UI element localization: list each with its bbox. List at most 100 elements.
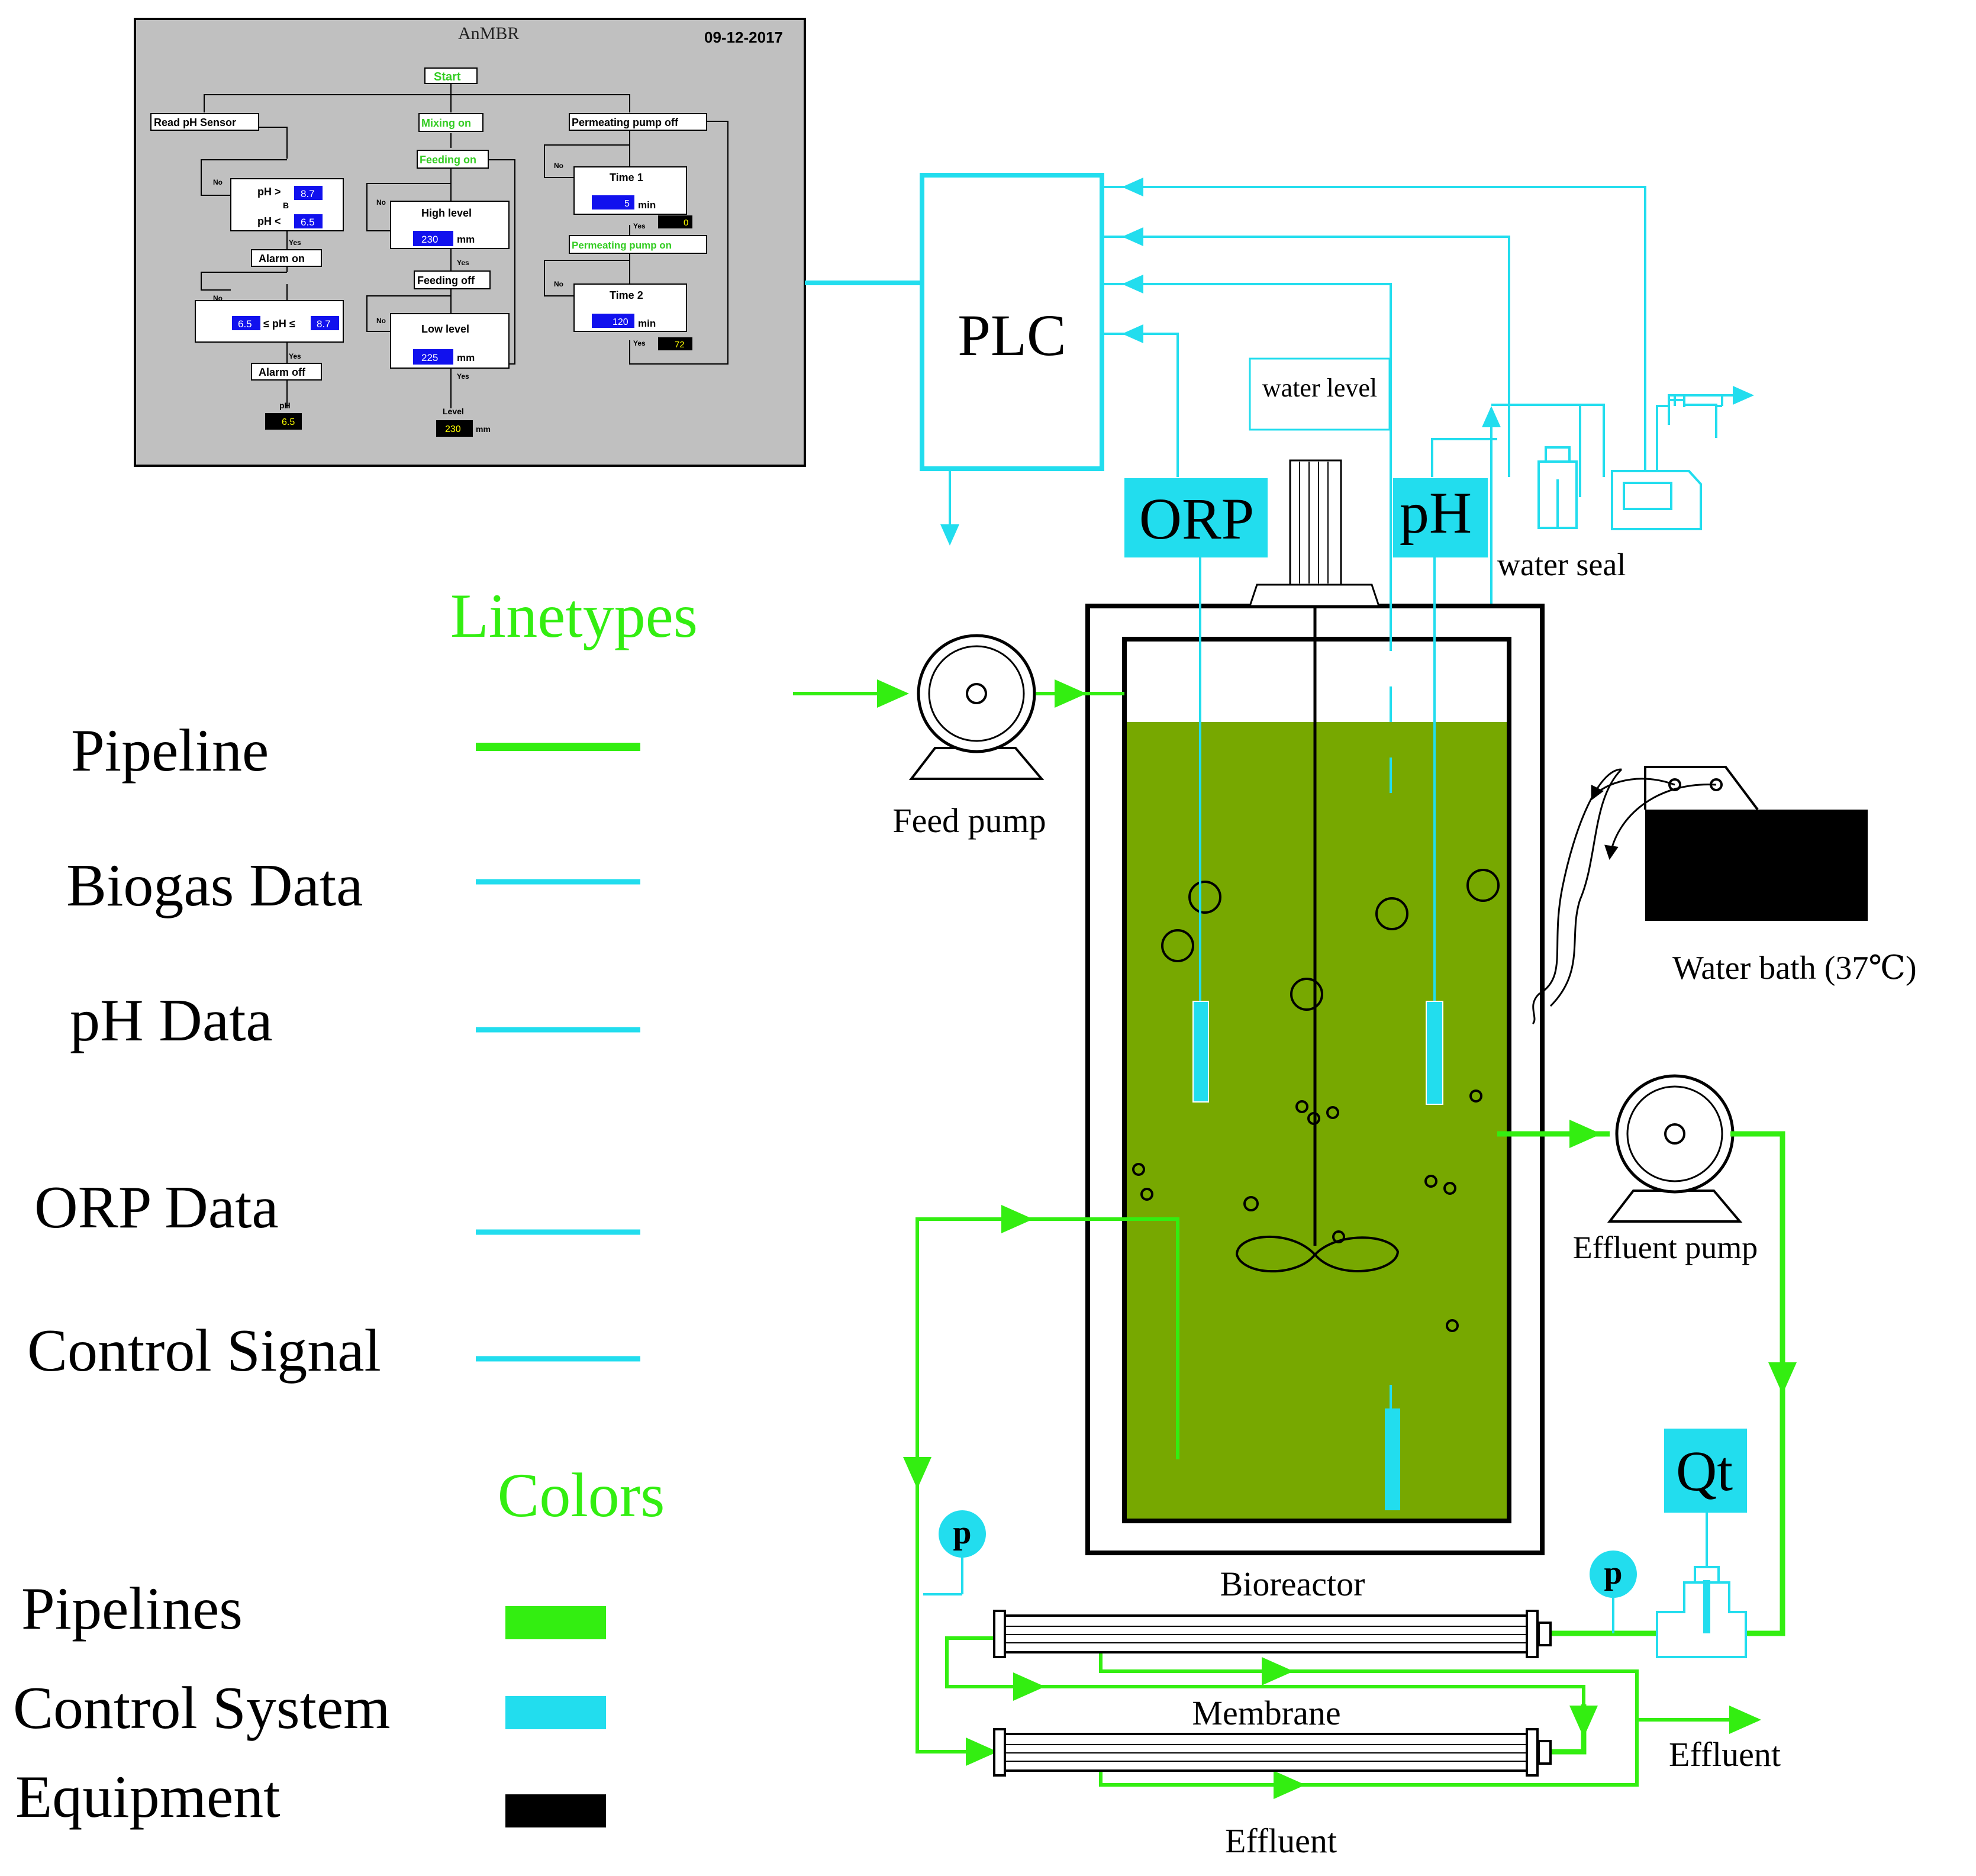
- effluent-label-right: Effluent: [1669, 1735, 1781, 1774]
- scada-title: AnMBR: [458, 24, 519, 43]
- scada-yes-no-tags: No Yes No Yes No Yes No Yes No Yes No Ye…: [213, 162, 646, 381]
- membrane-label: Membrane: [1192, 1694, 1340, 1732]
- water-seal: [1537, 446, 1702, 530]
- qt-label: Qt: [1676, 1439, 1733, 1503]
- legend-orp-data: ORP Data: [34, 1174, 279, 1241]
- scada-permeating-on: Permeating pump on: [572, 240, 672, 251]
- legend-control-signal: Control Signal: [27, 1317, 381, 1384]
- svg-text:No: No: [213, 178, 223, 186]
- scada-panel: AnMBR 09-12-2017: [134, 18, 806, 467]
- membrane-module-bottom: [993, 1728, 1552, 1777]
- feed-pump-label: Feed pump: [892, 801, 1046, 840]
- ph-box: [1393, 478, 1488, 557]
- svg-text:mm: mm: [476, 424, 491, 434]
- water-level-label: water level: [1262, 373, 1377, 402]
- scada-mixing-on: Mixing on: [421, 117, 471, 129]
- mixer-motor: [1289, 459, 1342, 586]
- svg-text:mm: mm: [457, 234, 475, 245]
- legend-equipment-swatch: [505, 1794, 606, 1827]
- scada-start: Start: [434, 70, 461, 83]
- effluent-pump-label: Effluent pump: [1573, 1230, 1758, 1265]
- plc-label: PLC: [958, 302, 1066, 368]
- water-seal-label: water seal: [1497, 547, 1626, 582]
- svg-text:pH: pH: [279, 401, 291, 410]
- orp-box: [1124, 478, 1268, 557]
- plc-box: [920, 173, 1104, 471]
- svg-text:8.7: 8.7: [301, 188, 315, 199]
- svg-text:6.5: 6.5: [301, 217, 315, 228]
- scada-time2: Time 2: [610, 289, 643, 301]
- scada-permeating-off: Permeating pump off: [572, 117, 679, 128]
- svg-text:p: p: [1604, 1555, 1622, 1591]
- svg-text:230: 230: [445, 424, 461, 434]
- water-bath: [1532, 766, 1868, 1025]
- membrane-module-top: [993, 1610, 1552, 1658]
- ph-label: pH: [1400, 480, 1472, 546]
- svg-text:B: B: [283, 201, 289, 210]
- svg-text:8.7: 8.7: [317, 318, 331, 330]
- water-level-box: [1249, 357, 1391, 431]
- scada-alarm-on: Alarm on: [259, 253, 305, 265]
- svg-text:Level: Level: [443, 407, 464, 416]
- svg-text:Yes: Yes: [633, 339, 646, 347]
- pipelines: [793, 679, 1797, 1799]
- svg-text:6.5: 6.5: [238, 318, 252, 330]
- svg-text:72: 72: [675, 340, 685, 350]
- scada-level-display: [436, 420, 473, 437]
- legend-colors-title: Colors: [498, 1461, 665, 1530]
- svg-text:pH <: pH <: [257, 215, 281, 227]
- legend-pipelines-swatch: [505, 1606, 606, 1639]
- bioreactor: [1085, 284, 1545, 1555]
- qt-box: [1664, 1429, 1747, 1513]
- legend-control-system: Control System: [13, 1675, 391, 1742]
- legend-linetypes-title: Linetypes: [450, 581, 698, 650]
- orp-label: ORP: [1139, 486, 1255, 552]
- scada-flow-lines: [201, 83, 728, 408]
- svg-text:Yes: Yes: [289, 238, 301, 247]
- feed-pump: [908, 634, 1045, 780]
- legend-pipelines: Pipelines: [21, 1575, 243, 1642]
- scada-low-level: Low level: [421, 323, 469, 335]
- legend-control-swatch: [505, 1696, 606, 1729]
- effluent-label-bottom: Effluent: [1225, 1822, 1337, 1860]
- legend: Linetypes Pipeline Biogas Data pH Data O…: [13, 581, 698, 1830]
- svg-text:≤ pH ≤: ≤ pH ≤: [263, 318, 295, 330]
- svg-text:120: 120: [613, 317, 628, 327]
- mixer-impeller: [1235, 1236, 1400, 1273]
- svg-text:Yes: Yes: [457, 259, 469, 267]
- legend-biogas-data: Biogas Data: [66, 852, 363, 919]
- scada-feeding-on: Feeding on: [420, 154, 476, 166]
- sludge-liquid: [1127, 722, 1507, 1519]
- bioreactor-label: Bioreactor: [1220, 1565, 1365, 1603]
- legend-pipeline: Pipeline: [71, 717, 269, 784]
- flow-meter: [1656, 1513, 1747, 1658]
- svg-text:230: 230: [421, 234, 438, 245]
- scada-read-ph: Read pH Sensor: [154, 117, 236, 128]
- scada-alarm-off: Alarm off: [259, 366, 306, 378]
- scada-high-level: High level: [421, 207, 472, 219]
- scada-date: 09-12-2017: [704, 28, 783, 46]
- svg-text:No: No: [554, 162, 563, 170]
- scada-ph-display: [265, 413, 302, 430]
- svg-text:mm: mm: [457, 352, 475, 363]
- svg-text:6.5: 6.5: [282, 417, 295, 427]
- svg-text:Yes: Yes: [289, 352, 301, 360]
- pressure-gauge-left: p: [923, 1510, 986, 1595]
- biogas-bubbles: [1132, 869, 1500, 1332]
- mixer-mount: [1248, 584, 1381, 607]
- scada-feeding-off: Feeding off: [417, 275, 475, 286]
- svg-text:min: min: [638, 318, 656, 329]
- legend-ph-data: pH Data: [70, 987, 273, 1054]
- svg-text:No: No: [376, 198, 386, 207]
- scada-time1: Time 1: [610, 172, 643, 183]
- water-bath-label: Water bath (37℃): [1672, 950, 1917, 987]
- ph-probe: [1426, 1001, 1443, 1105]
- orp-probe: [1192, 1001, 1209, 1103]
- svg-text:p: p: [953, 1514, 971, 1551]
- svg-text:0: 0: [684, 218, 688, 228]
- effluent-pump: [1607, 1074, 1743, 1223]
- svg-text:min: min: [638, 199, 656, 211]
- svg-text:No: No: [213, 294, 223, 302]
- svg-text:5: 5: [624, 199, 630, 209]
